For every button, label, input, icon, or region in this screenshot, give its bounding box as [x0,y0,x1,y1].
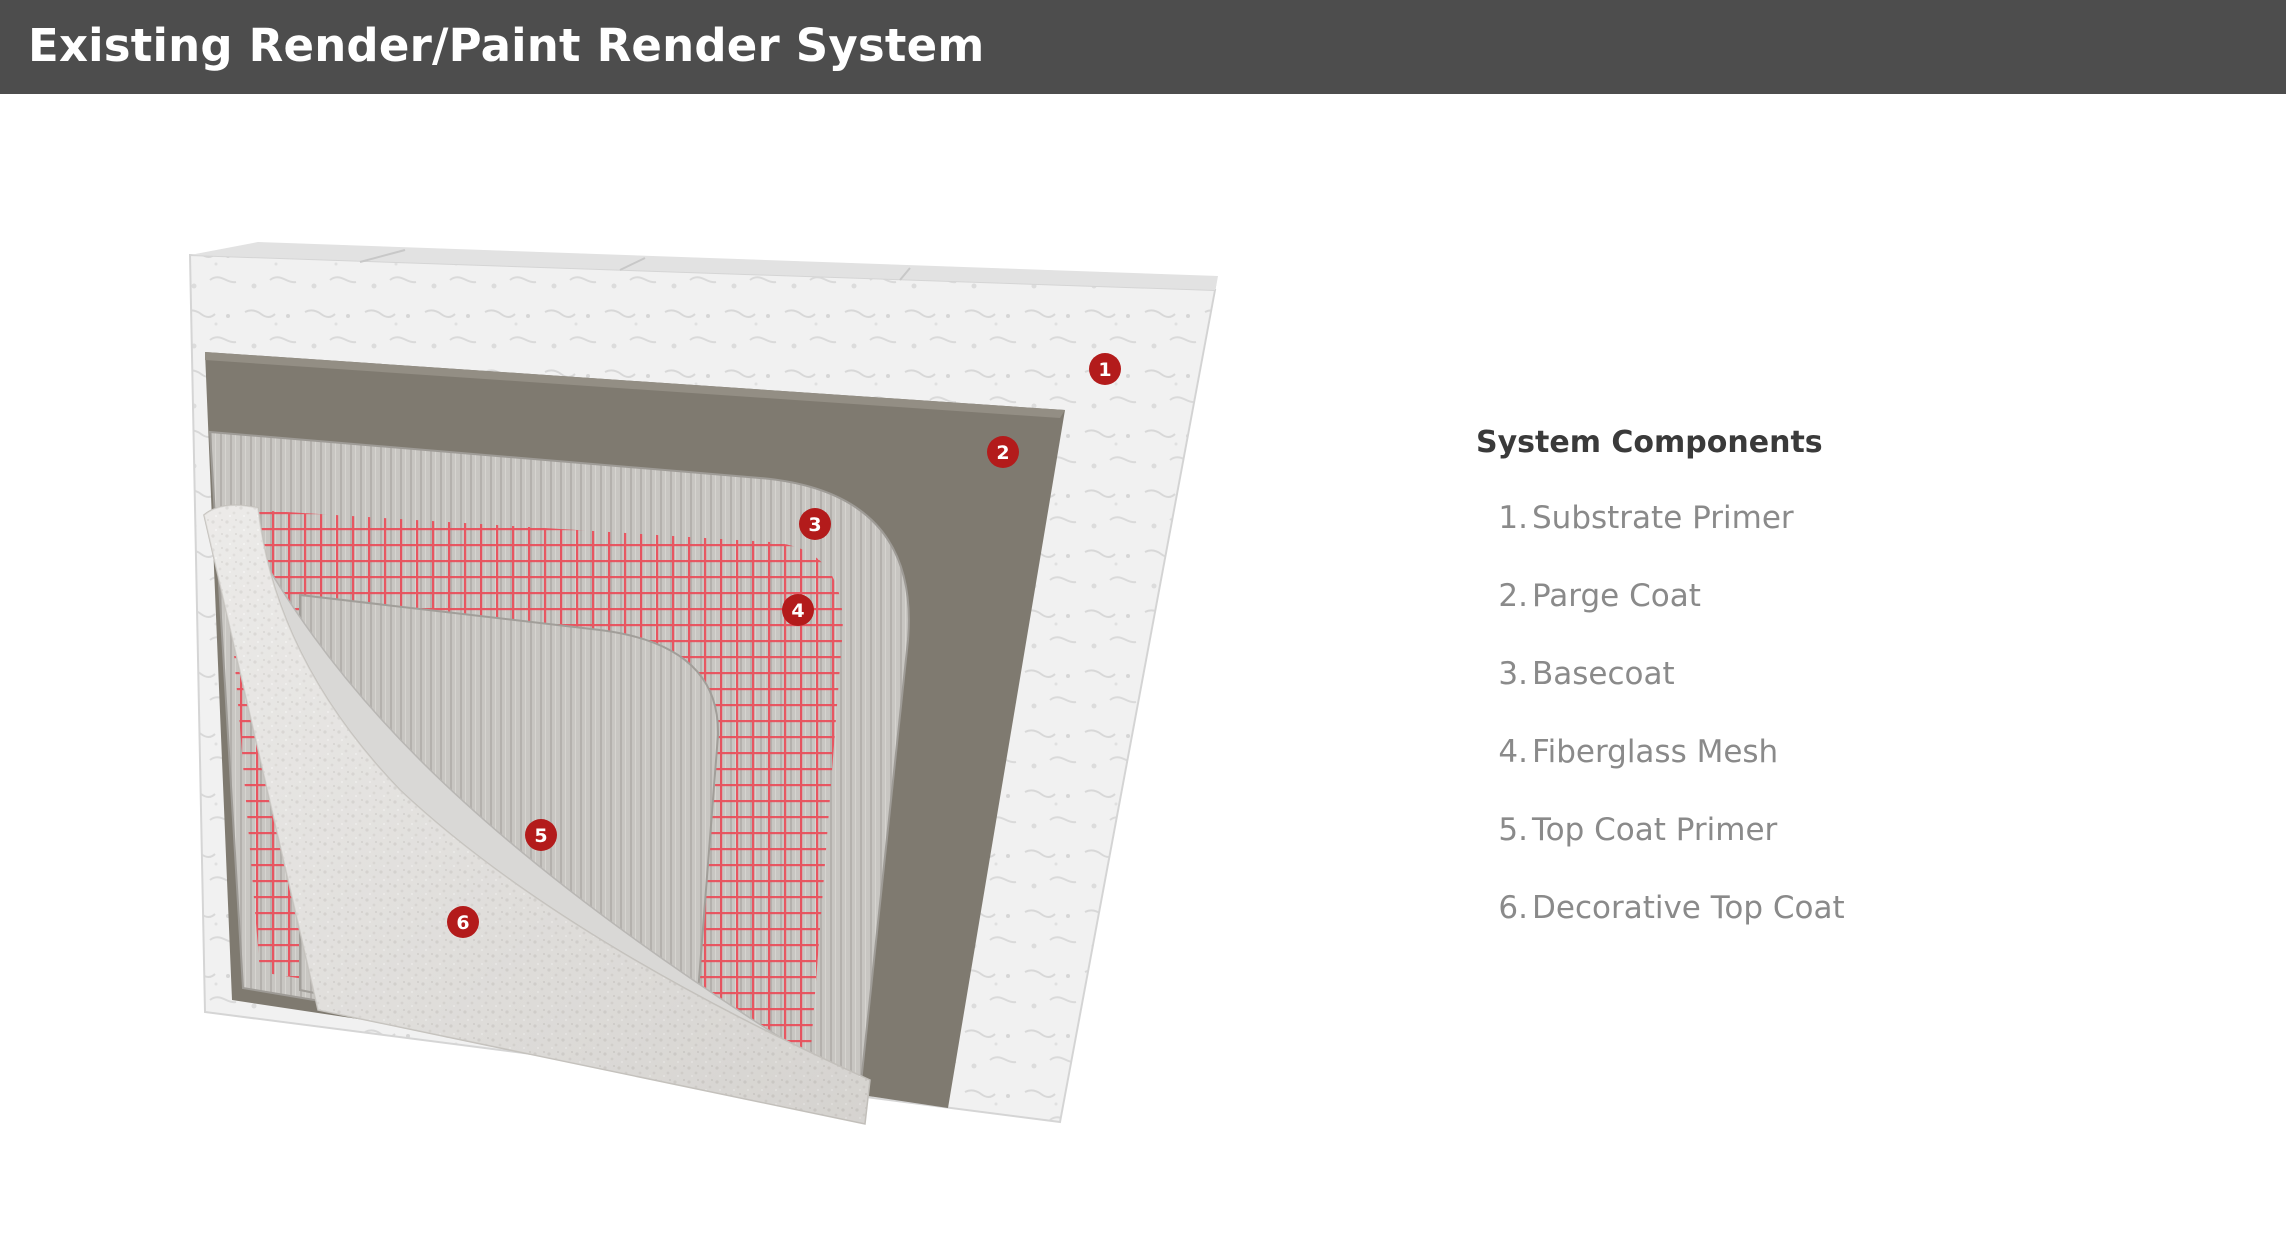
list-item: 1. Substrate Primer [1476,496,2236,574]
list-item-number: 4. [1498,734,1528,770]
marker-3-label: 3 [808,514,821,536]
list-item-label: Fiberglass Mesh [1532,734,1779,770]
list-item: 5. Top Coat Primer [1476,808,2236,886]
list-item-label: Top Coat Primer [1532,812,1778,848]
marker-1-label: 1 [1098,359,1111,381]
list-item: 2. Parge Coat [1476,574,2236,652]
list-item: 3. Basecoat [1476,652,2236,730]
layer-decorative-top-coat [203,504,871,1125]
marker-5-label: 5 [534,825,547,847]
list-item-number: 5. [1498,812,1528,848]
list-item-label: Substrate Primer [1532,500,1794,536]
page-title: Existing Render/Paint Render System [28,19,985,72]
list-item-number: 6. [1498,890,1528,926]
components-list: 1. Substrate Primer 2. Parge Coat 3. Bas… [1476,496,2236,964]
list-item-label: Parge Coat [1532,578,1701,614]
components-heading: System Components [1476,425,1823,460]
list-item: 6. Decorative Top Coat [1476,886,2236,964]
list-item-number: 3. [1498,656,1528,692]
list-item-label: Basecoat [1532,656,1675,692]
marker-4-label: 4 [791,600,804,622]
list-item-number: 1. [1498,500,1528,536]
layer-cutaway-diagram: 1 2 3 4 5 6 [188,242,1218,1125]
system-components-panel: System Components 1. Substrate Primer 2.… [1476,418,2236,964]
list-item-number: 2. [1498,578,1528,614]
marker-6: 6 [447,906,479,938]
marker-4: 4 [782,594,814,626]
marker-3: 3 [799,508,831,540]
list-item: 4. Fiberglass Mesh [1476,730,2236,808]
marker-2: 2 [987,436,1019,468]
marker-1: 1 [1089,353,1121,385]
marker-5: 5 [525,819,557,851]
marker-6-label: 6 [456,912,469,934]
marker-2-label: 2 [996,442,1009,464]
list-item-label: Decorative Top Coat [1532,890,1845,926]
title-bar: Existing Render/Paint Render System [0,0,2286,94]
